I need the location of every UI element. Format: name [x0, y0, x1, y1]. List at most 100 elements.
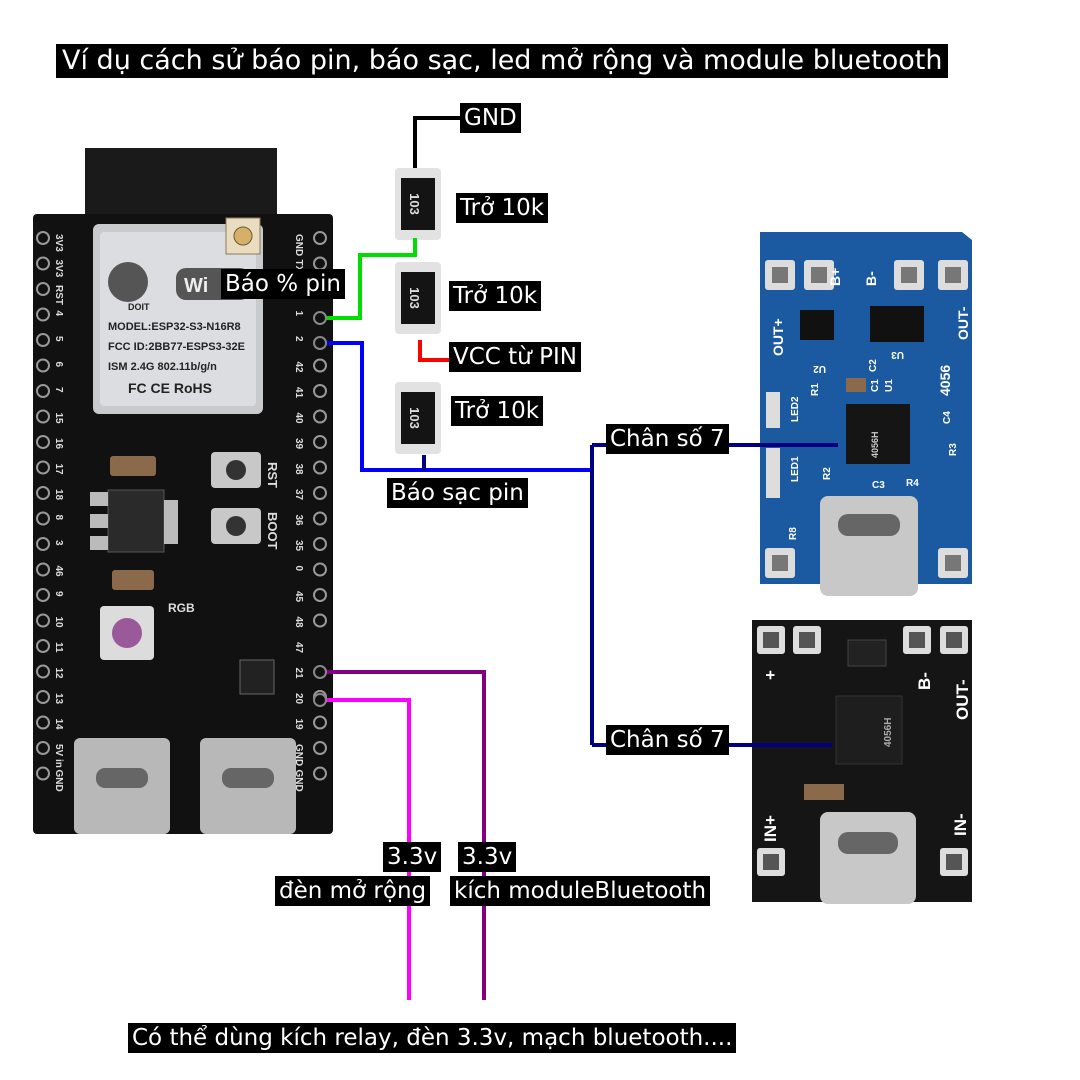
- esp32-right-pin-label: 0: [293, 566, 304, 572]
- blue-usb-c-port[interactable]: [820, 496, 918, 596]
- esp32-left-pin-label: 10: [53, 617, 64, 629]
- esp32-left-pin: [36, 256, 50, 271]
- esp32-model-text: MODEL:ESP32-S3-N16R8: [108, 321, 241, 333]
- esp32-right-pin: [313, 486, 327, 500]
- blue-board-label: C2: [868, 359, 879, 372]
- label-3v3-bluetooth: 3.3v: [458, 842, 517, 872]
- esp32-left-pin: [36, 486, 50, 500]
- small-chip: [239, 659, 275, 695]
- blue-board-label: C1: [870, 379, 881, 392]
- black-board-label: IN-: [951, 813, 970, 836]
- esp32-cert-text: FC CE RoHS: [128, 380, 212, 396]
- blue-chip-text: 4056H: [870, 431, 880, 458]
- blue-board-label: LED2: [790, 396, 801, 422]
- esp32-left-pin-label: 12: [53, 668, 64, 680]
- esp32-left-pin: [36, 664, 50, 679]
- esp32-right-pin: [313, 741, 327, 755]
- esp32-left-pin-label: GND: [53, 770, 64, 792]
- esp32-right-pin-label: 47: [293, 642, 304, 654]
- esp32-right-pin: [313, 511, 327, 526]
- label-gnd: GND: [460, 103, 521, 133]
- blue-board-label: OUT+: [770, 318, 786, 356]
- esp32-left-pin-label: 7: [53, 387, 64, 393]
- esp32-left-pin-label: 8: [53, 515, 64, 521]
- wire-charge-status: [320, 341, 592, 472]
- esp32-left-pin-label: 3V3: [53, 234, 64, 252]
- label-pin7-black: Chân số 7: [606, 725, 729, 755]
- esp32-right-pin-label: 48: [293, 617, 304, 629]
- blue-board-label: 4056: [937, 365, 953, 396]
- esp32-right-pin-label: TX: [293, 260, 304, 273]
- footer-note: Có thể dùng kích relay, đèn 3.3v, mạch b…: [128, 1023, 737, 1053]
- blue-board-label: U2: [813, 363, 826, 374]
- esp32-left-pin-label: 16: [53, 438, 64, 450]
- esp32-left-pin: [36, 511, 50, 526]
- esp32-right-pin-label: GND: [293, 770, 304, 792]
- blue-board-label: U1: [884, 379, 895, 392]
- esp32-right-pin-label: 37: [293, 489, 304, 501]
- esp32-left-pin-label: 6: [53, 362, 64, 368]
- esp32-right-pin-label: 38: [293, 464, 304, 476]
- blue-board-label: C4: [942, 411, 953, 424]
- esp32-right-pin-label: 41: [293, 387, 304, 399]
- esp32-wifi-text: Wi: [184, 275, 208, 297]
- esp32-right-pin: [313, 715, 327, 730]
- esp32-left-pin: [36, 231, 50, 245]
- blue-4056-chip: [846, 404, 910, 464]
- blue-board-label: R1: [810, 383, 821, 396]
- blue-board-label: B+: [827, 268, 843, 286]
- blue-dw01-ic: [870, 306, 924, 342]
- esp32-left-pin: [36, 307, 50, 322]
- esp32-left-pin: [36, 460, 50, 475]
- esp32-left-pin-label: 4: [53, 311, 64, 317]
- charger-board-blue: 4056H B+B-OUT+OUT-4056R1R2R3R4C1C2C3C4U1…: [760, 232, 972, 596]
- esp32-right-pin: [313, 435, 327, 449]
- esp32-right-pin: [313, 460, 327, 475]
- esp32-right-pin: [313, 409, 327, 424]
- blue-protection-ic: [800, 310, 834, 340]
- esp32-right-pin: [313, 613, 327, 628]
- label-3v3-led: 3.3v: [383, 842, 442, 872]
- black-usb-c-port[interactable]: [820, 812, 916, 904]
- esp32-left-pin-label: 46: [53, 566, 64, 578]
- label-resistor-1: Trở 10k: [456, 193, 549, 223]
- boot-button-label: BOOT: [265, 512, 280, 550]
- esp32-left-pin: [36, 409, 50, 424]
- esp32-left-pin-label: 18: [53, 489, 64, 501]
- esp32-brand-text: DOIT: [128, 302, 150, 312]
- esp32-left-pin: [36, 384, 50, 398]
- esp32-right-pin: [313, 358, 327, 373]
- esp32-right-pin-label: 36: [293, 515, 304, 527]
- blue-board-label: B-: [863, 271, 879, 286]
- esp32-left-pin-label: 3: [53, 540, 64, 546]
- esp32-left-pin-label: 14: [53, 719, 64, 731]
- esp32-right-pin: [313, 588, 327, 602]
- voltage-regulator: [107, 489, 165, 553]
- black-chip-text: 4056H: [883, 718, 894, 747]
- esp32-left-pin: [36, 588, 50, 602]
- esp32-left-pin-label: 3V3: [53, 260, 64, 278]
- wire-battery-percent: [320, 238, 417, 320]
- esp32-left-pin-label: 5V in: [53, 744, 64, 768]
- diagram-title: Ví dụ cách sử báo pin, báo sạc, led mở r…: [56, 44, 949, 78]
- esp32-left-pin: [36, 715, 50, 730]
- resistor-code: 103: [407, 407, 422, 429]
- doit-logo-icon: [108, 262, 148, 302]
- esp32-left-pin-label: RST: [53, 285, 64, 305]
- resistor-3: 103: [395, 382, 441, 454]
- esp32-left-pin: [36, 537, 50, 551]
- wire-bluetooth-3v3: [320, 670, 486, 1000]
- black-board-label: OUT-: [953, 679, 972, 720]
- esp32-left-pin: [36, 333, 50, 347]
- esp32-left-pin-label: 13: [53, 693, 64, 705]
- resistor-code: 103: [407, 287, 422, 309]
- esp32-right-pin: [313, 766, 327, 781]
- esp32-left-pin: [36, 639, 50, 653]
- label-resistor-2: Trở 10k: [449, 281, 542, 311]
- esp32-left-pin: [36, 562, 50, 577]
- esp32-left-pin: [36, 741, 50, 755]
